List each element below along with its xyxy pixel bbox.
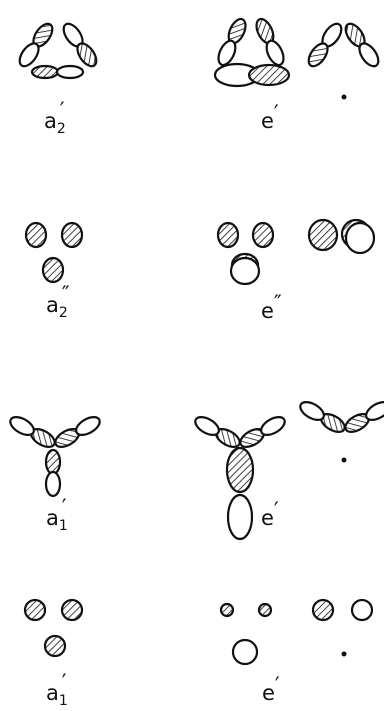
p-orbital-right xyxy=(342,398,384,435)
pz-orbital-2-front xyxy=(346,223,374,253)
p-orbital-right xyxy=(52,413,102,450)
p-orbital-bottom-horizontal xyxy=(32,66,83,78)
pz-orbital-2 xyxy=(253,223,273,247)
p-orbital-bottom-large xyxy=(227,448,253,539)
orbital-e-double-prime-b xyxy=(309,220,374,253)
orbital-e-prime-row3-b xyxy=(297,398,384,462)
s-orbital-2 xyxy=(62,600,82,620)
row-1: a2′ e′ xyxy=(16,16,382,137)
label-e-double-prime: e″ xyxy=(261,291,282,323)
orbital-a2-prime xyxy=(16,21,100,78)
s-orbital-3 xyxy=(233,640,257,664)
p-orbital-left xyxy=(297,398,347,435)
pz-orbital-3-front xyxy=(231,258,259,284)
s-orbital-1 xyxy=(221,604,233,616)
p-orbital-right xyxy=(237,413,287,450)
s-orbital-2 xyxy=(259,604,271,616)
label-e-prime-row3: e′ xyxy=(261,498,279,530)
p-orbital-bottom xyxy=(46,450,60,496)
label-a1-prime-row3: a1′ xyxy=(46,495,68,534)
orbital-a1-prime-s xyxy=(25,600,82,656)
p-orbital-right-top xyxy=(342,21,382,70)
p-orbital-left xyxy=(7,413,57,450)
orbital-a1-prime-radial xyxy=(7,413,102,496)
node-dot xyxy=(342,95,347,100)
orbital-a2-double-prime xyxy=(26,223,82,282)
s-orbital-2 xyxy=(352,600,372,620)
orbital-e-prime-row4-b xyxy=(313,600,372,657)
label-a2-prime: a2′ xyxy=(44,98,66,137)
node-dot xyxy=(342,458,347,463)
row-4: a1′ e′ xyxy=(25,600,372,709)
orbital-e-prime-row4-a xyxy=(221,604,271,664)
p-orbital-bottom-large xyxy=(215,64,289,86)
pz-orbital-1 xyxy=(309,220,337,250)
p-orbital-right-top xyxy=(60,21,100,70)
p-orbital-left xyxy=(192,413,242,450)
label-e-prime-row4: e′ xyxy=(262,673,280,705)
p-orbital-left-top xyxy=(305,21,345,70)
orbital-e-prime-row1-b xyxy=(305,21,382,100)
p-orbital-left-top xyxy=(16,21,56,70)
p-orbital-right-top xyxy=(253,16,287,67)
pz-orbital-2 xyxy=(62,223,82,247)
p-orbital-left-top xyxy=(215,16,249,67)
row-3: a1′ e′ xyxy=(7,398,384,539)
pz-orbital-3 xyxy=(43,258,63,282)
s-orbital-1 xyxy=(313,600,333,620)
label-e-prime-row1: e′ xyxy=(261,101,279,133)
label-a2-double-prime: a2″ xyxy=(46,282,70,321)
pz-orbital-1 xyxy=(26,223,46,247)
s-orbital-1 xyxy=(25,600,45,620)
pz-orbital-1 xyxy=(218,223,238,247)
label-a1-prime-row4: a1′ xyxy=(46,670,68,709)
s-orbital-3 xyxy=(45,636,65,656)
orbital-e-prime-row1-a xyxy=(215,16,289,86)
node-dot xyxy=(342,652,347,657)
row-2: a2″ e″ xyxy=(26,220,374,323)
orbital-e-double-prime-a xyxy=(218,223,273,284)
